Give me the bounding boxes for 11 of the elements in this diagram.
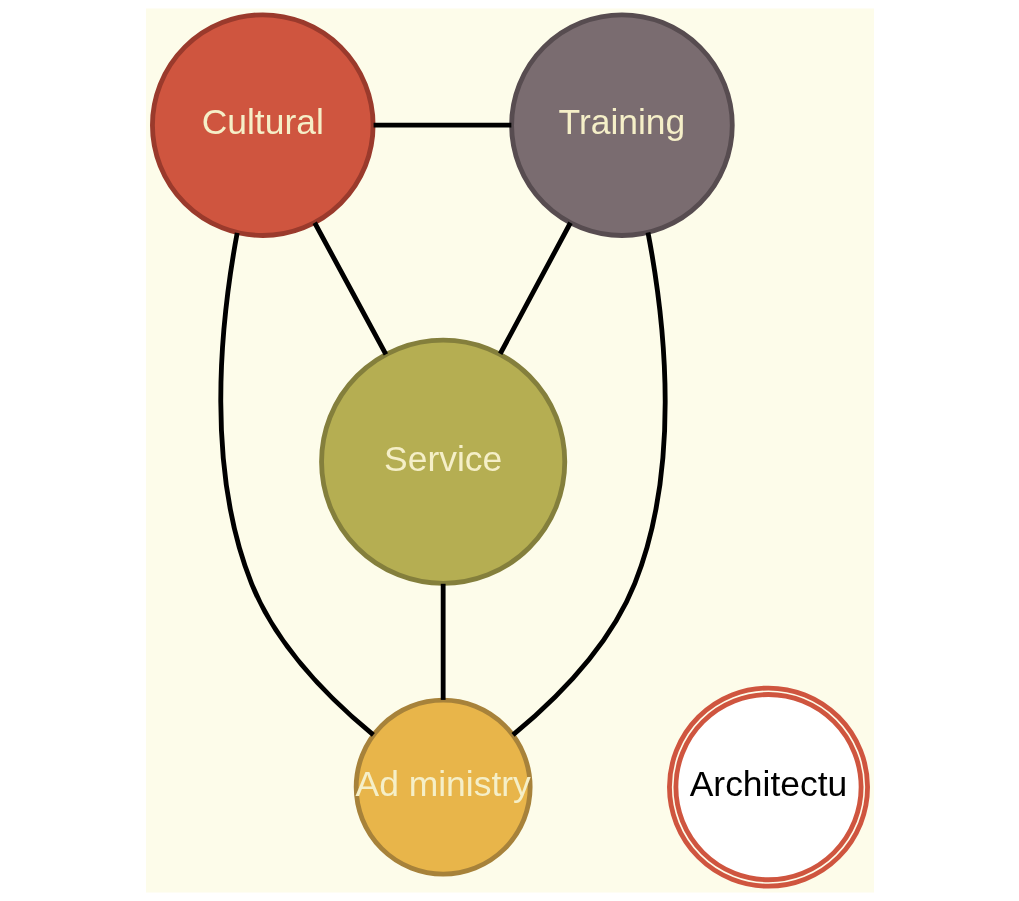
node-circle: Training bbox=[508, 12, 735, 238]
connector bbox=[497, 221, 573, 355]
connector bbox=[217, 232, 375, 737]
node-circle: Ad ministry bbox=[353, 697, 533, 877]
connector bbox=[440, 583, 446, 700]
connector bbox=[312, 221, 388, 356]
node-circle: Cultural bbox=[149, 12, 375, 238]
connector bbox=[510, 232, 668, 737]
node-circle: Service bbox=[318, 337, 567, 586]
connector bbox=[373, 122, 511, 128]
node-circle: Architectu bbox=[666, 685, 870, 889]
